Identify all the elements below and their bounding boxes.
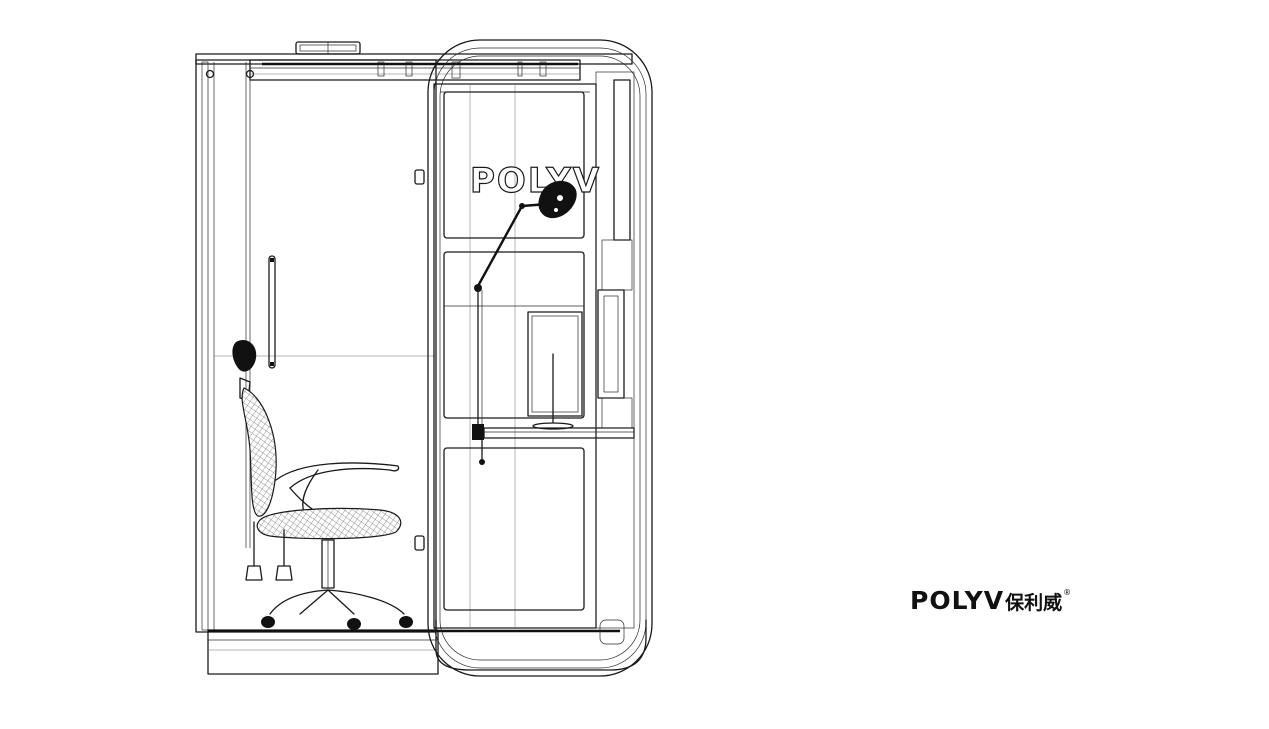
booth-left-enclosure bbox=[195, 59, 620, 675]
registered-trademark-mark: ® bbox=[1063, 588, 1072, 597]
panel-logo-text: POLYV bbox=[470, 161, 601, 201]
office-chair bbox=[232, 339, 413, 630]
booth-roof-rail bbox=[195, 41, 633, 81]
brand-logo-latin: POLYV bbox=[910, 586, 1005, 615]
brand-logo-chinese: 保利威 bbox=[1005, 592, 1063, 614]
brand-logo: POLYV 保利威 ® bbox=[910, 586, 1071, 616]
panel-logo: POLYV bbox=[469, 160, 601, 201]
booth-right-body bbox=[427, 39, 653, 677]
desk-lamp bbox=[472, 180, 577, 465]
